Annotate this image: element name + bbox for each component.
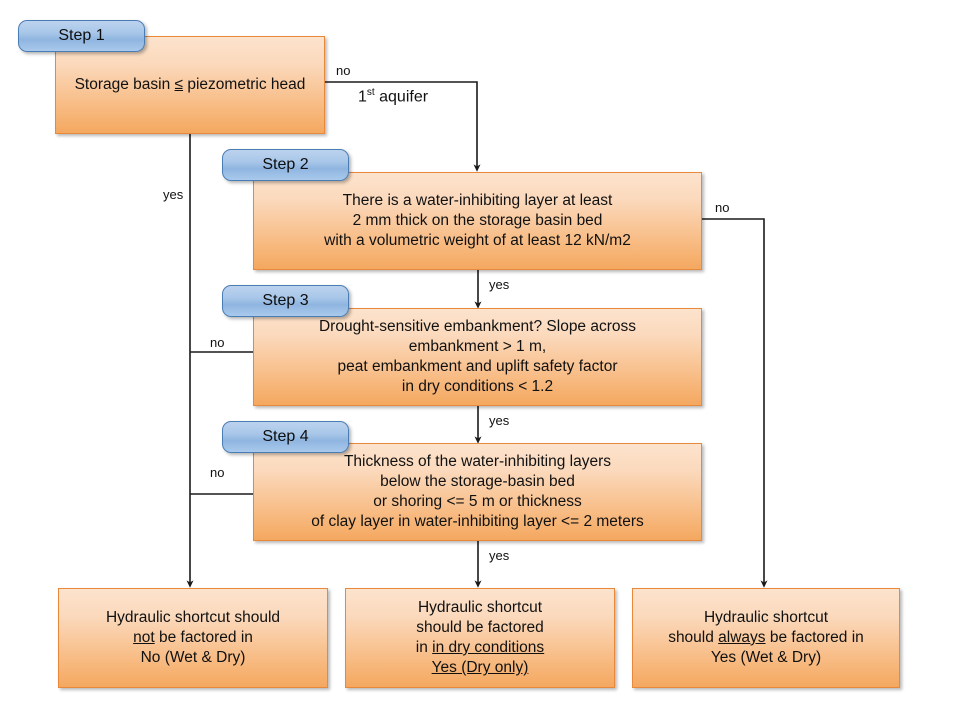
step-2-text: There is a water-inhibiting layer at lea… [254, 191, 701, 251]
result-left-line-3: No (Wet & Dry) [140, 649, 246, 667]
result-middle-line-4: Yes (Dry only) [354, 658, 606, 678]
badge-step-3[interactable]: Step 3 [222, 285, 349, 317]
result-right-line-2-prefix: should [668, 628, 719, 646]
badge-step-1-label: Step 1 [58, 27, 105, 44]
result-left-line-2-rest: be factored in [154, 628, 253, 646]
badge-step-2-label: Step 2 [262, 156, 309, 173]
badge-step-4[interactable]: Step 4 [222, 421, 349, 453]
step-2-line-2: 2 mm thick on the storage basin bed [352, 211, 603, 229]
result-middle-text: Hydraulic shortcut should be factored in… [346, 598, 614, 679]
step-2-line-3: with a volumetric weight of at least 12 … [324, 232, 631, 250]
badge-step-2[interactable]: Step 2 [222, 149, 349, 181]
step-4-line-3: or shoring <= 5 m or thickness [373, 493, 582, 510]
result-middle-emphasis: in dry conditions [432, 639, 545, 656]
result-right-line-1: Hydraulic shortcut [703, 608, 829, 626]
step-1-box[interactable]: Storage basin ≤ piezometric head [55, 36, 325, 134]
result-box-middle[interactable]: Hydraulic shortcut should be factored in… [345, 588, 615, 688]
step-2-box[interactable]: There is a water-inhibiting layer at lea… [253, 172, 702, 270]
edge-label-step2-no: no [715, 200, 730, 215]
result-middle-line-1: Hydraulic shortcut [417, 598, 543, 616]
edge-label-step3-yes: yes [489, 413, 510, 428]
result-left-text: Hydraulic shortcut should not be factore… [59, 608, 327, 668]
aquifer-word: aquifer [374, 88, 429, 106]
step-3-line-4: in dry conditions < 1.2 [401, 378, 554, 396]
badge-step-1[interactable]: Step 1 [18, 20, 145, 52]
result-right-line-3: Yes (Wet & Dry) [710, 649, 822, 667]
result-middle-verdict: Yes (Dry only) [431, 659, 529, 677]
badge-step-3-label: Step 3 [262, 292, 309, 309]
result-right-text: Hydraulic shortcut should always be fact… [633, 608, 899, 668]
edge-label-step1-yes: yes [163, 187, 184, 202]
step-3-line-1: Drought-sensitive embankment? Slope acro… [318, 317, 637, 335]
edge-label-step4-yes: yes [489, 548, 510, 563]
result-right-line-2: should always be factored in [641, 628, 891, 648]
step-4-line-2: below the storage-basin bed [380, 472, 575, 490]
step-2-line-1: There is a water-inhibiting layer at lea… [342, 191, 613, 209]
result-right-line-2-rest: be factored in [765, 628, 864, 646]
result-left-emphasis: not [133, 628, 155, 646]
step-4-box[interactable]: Thickness of the water-inhibiting layers… [253, 443, 702, 541]
edge-label-step1-no: no [336, 63, 351, 78]
edge-label-step2-yes: yes [489, 277, 510, 292]
step-1-line-1: Storage basin ≤ piezometric head [74, 75, 306, 93]
result-box-right[interactable]: Hydraulic shortcut should always be fact… [632, 588, 900, 688]
result-box-left[interactable]: Hydraulic shortcut should not be factore… [58, 588, 328, 688]
step-1-text: Storage basin ≤ piezometric head [56, 75, 324, 95]
result-left-line-1: Hydraulic shortcut should [105, 608, 281, 626]
result-middle-line-3-prefix: in [415, 639, 433, 656]
step-4-text: Thickness of the water-inhibiting layers… [254, 452, 701, 533]
step-4-line-1: Thickness of the water-inhibiting layers [343, 452, 612, 470]
result-left-line-2: not be factored in [67, 628, 319, 648]
badge-step-4-label: Step 4 [262, 428, 309, 445]
result-right-emphasis: always [718, 628, 766, 646]
leq-symbol: ≤ [174, 75, 184, 93]
step-4-line-4: of clay layer in water-inhibiting layer … [311, 513, 644, 531]
step-3-text: Drought-sensitive embankment? Slope acro… [254, 317, 701, 398]
step-3-line-2: embankment > 1 m, [408, 337, 547, 355]
step-3-box[interactable]: Drought-sensitive embankment? Slope acro… [253, 308, 702, 406]
result-middle-line-2: should be factored [416, 618, 544, 636]
result-middle-line-3: in in dry conditions [354, 638, 606, 658]
edge-label-first-aquifer: 1st aquifer [358, 87, 428, 106]
aquifer-ordinal-suffix: st [366, 87, 375, 98]
edge-label-step3-no: no [210, 335, 225, 350]
aquifer-ordinal: 1 [358, 88, 367, 106]
step-3-line-3: peat embankment and uplift safety factor [337, 358, 618, 375]
edge-label-step4-no: no [210, 465, 225, 480]
